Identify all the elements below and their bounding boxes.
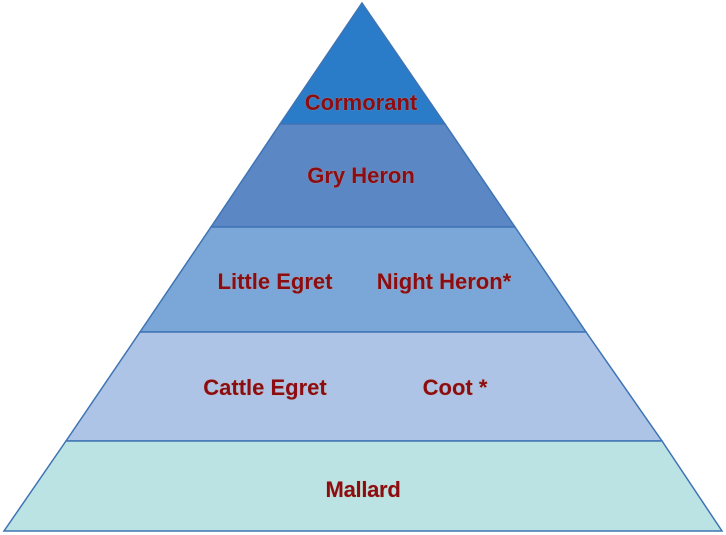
label-cormorant: Cormorant — [304, 90, 418, 115]
label-gry-heron: Gry Heron — [307, 163, 415, 188]
pyramid-level-3 — [138, 226, 588, 333]
label-coot: Coot * — [422, 375, 488, 400]
label-night-heron: Night Heron* — [376, 269, 512, 294]
label-cattle-egret: Cattle Egret — [203, 375, 327, 400]
pyramid-level-4 — [64, 331, 664, 442]
label-mallard: Mallard — [325, 477, 401, 502]
label-little-egret: Little Egret — [217, 269, 333, 294]
pyramid-level-5 — [2, 440, 724, 532]
